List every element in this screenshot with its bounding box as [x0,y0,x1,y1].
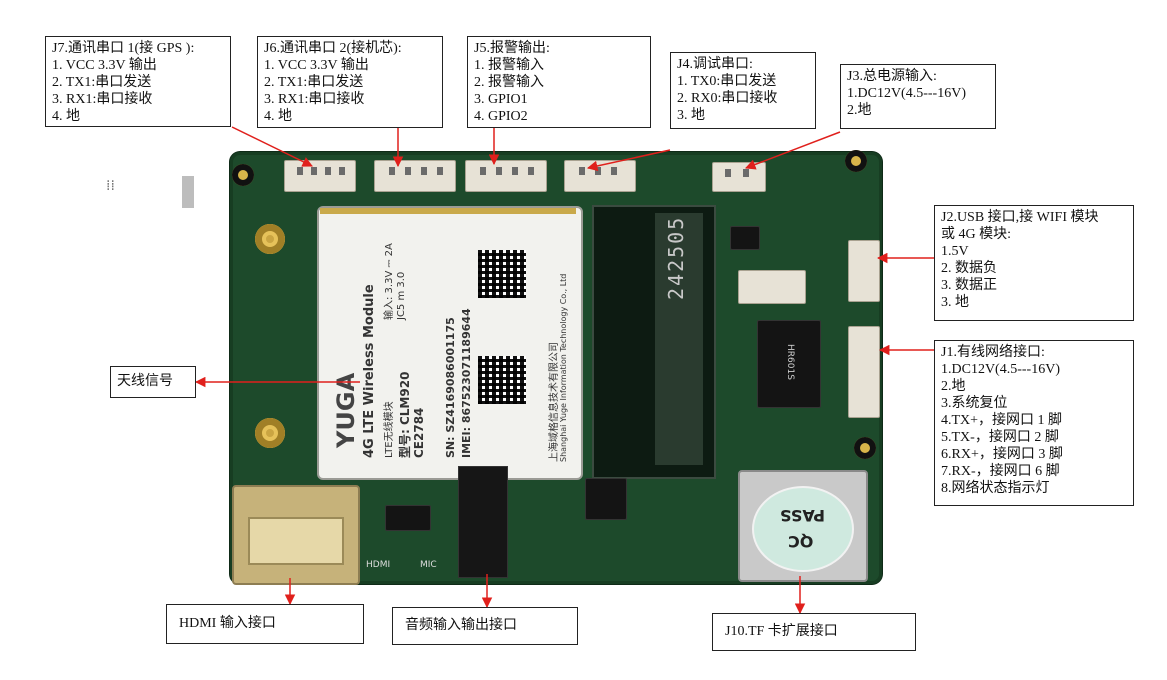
antenna-text: 天线信号 [117,374,173,389]
connector-j5 [465,160,547,192]
lte-module [317,206,583,480]
j1-line: 3.系统复位 [941,396,1008,411]
j7-line: 2. TX1:串口发送 [52,75,152,90]
mount-hole [232,164,254,186]
j4-line: 2. RX0:串口接收 [677,91,778,106]
module-gold-edge [320,208,576,214]
label-antenna: 天线信号 [110,366,196,398]
label-j2: J2.USB 接口,接 WIFI 模块 或 4G 模块: 1.5V 2. 数据负… [934,205,1134,321]
sma-antenna-bottom [255,418,285,448]
qr-code-bottom [478,356,526,404]
silk-hdmi: HDMI [366,560,391,570]
j1-line: 2.地 [941,379,966,394]
connector-j1 [848,326,880,418]
j1-line: 5.TX-，接网口 2 脚 [941,430,1059,445]
j5-line: 3. GPIO1 [474,92,528,107]
j3-line: 1.DC12V(4.5---16V) [847,86,966,101]
connector-j2 [848,240,880,302]
j2-line: 2. 数据负 [941,261,997,276]
j3-line: J3.总电源输入: [847,69,937,84]
label-hdmi: HDMI 输入接口 [166,604,364,644]
j6-line: 4. 地 [264,109,292,124]
j2-line: J2.USB 接口,接 WIFI 模块 [941,210,1099,225]
audio-text: 音频输入输出接口 [405,618,517,633]
j5-line: J5.报警输出: [474,41,550,56]
connector-aux [738,270,806,304]
hdmi-text: HDMI 输入接口 [179,616,276,631]
connector-j6 [374,160,456,192]
j5-line: 2. 报警输入 [474,75,544,90]
arrow-j7 [231,126,313,167]
j2-line: 3. 数据正 [941,278,997,293]
qr-code-top [478,250,526,298]
qc-pass-sticker: PASS QC [752,486,854,572]
j6-line: 2. TX1:串口发送 [264,75,364,90]
j1-line: 8.网络状态指示灯 [941,481,1050,496]
j2-line: 或 4G 模块: [941,227,1011,242]
m2-card [655,213,703,465]
label-j1: J1.有线网络接口: 1.DC12V(4.5---16V) 2.地 3.系统复位… [934,340,1134,506]
label-j6: J6.通讯串口 2(接机芯): 1. VCC 3.3V 输出 2. TX1:串口… [257,36,443,128]
j5-line: 1. 报警输入 [474,58,544,73]
connector-j7 [284,160,356,192]
arrow-j4 [586,149,671,172]
j10-text: J10.TF 卡扩展接口 [725,624,838,639]
j7-line: J7.通讯串口 1(接 GPS ): [52,41,195,56]
j2-line: 1.5V [941,244,969,259]
j3-line: 2.地 [847,103,872,118]
arrow-j3 [745,131,841,170]
ethernet-transformer-chip: HR601S [757,320,821,408]
switch [385,505,431,531]
label-j10: J10.TF 卡扩展接口 [712,613,916,651]
hdmi-port [232,485,360,585]
j1-line: 4.TX+，接网口 1 脚 [941,413,1063,428]
label-j7: J7.通讯串口 1(接 GPS ): 1. VCC 3.3V 输出 2. TX1… [45,36,231,127]
sma-antenna-top [255,224,285,254]
j7-line: 1. VCC 3.3V 输出 [52,58,157,73]
j1-line: J1.有线网络接口: [941,345,1045,360]
j5-line: 4. GPIO2 [474,109,528,124]
j1-line: 7.RX-，接网口 6 脚 [941,464,1060,479]
j2-line: 3. 地 [941,295,969,310]
mount-hole [854,437,876,459]
label-j5: J5.报警输出: 1. 报警输入 2. 报警输入 3. GPIO1 4. GPI… [467,36,651,128]
drag-handle-icon[interactable]: ⁞⁞ [106,178,115,194]
j7-line: 4. 地 [52,109,80,124]
connector-j3 [712,162,766,192]
label-audio: 音频输入输出接口 [392,607,578,645]
j1-line: 6.RX+，接网口 3 脚 [941,447,1063,462]
mount-hole [845,150,867,172]
ic-chip [585,478,627,520]
j4-line: 3. 地 [677,108,705,123]
label-j3: J3.总电源输入: 1.DC12V(4.5---16V) 2.地 [840,64,996,129]
j4-line: J4.调试串口: [677,57,753,72]
j6-line: J6.通讯串口 2(接机芯): [264,41,402,56]
j6-line: 1. VCC 3.3V 输出 [264,58,369,73]
scroll-bar-marker [182,176,194,208]
j1-line: 1.DC12V(4.5---16V) [941,362,1060,377]
label-j4: J4.调试串口: 1. TX0:串口发送 2. RX0:串口接收 3. 地 [670,52,816,129]
j6-line: 3. RX1:串口接收 [264,92,365,107]
j4-line: 1. TX0:串口发送 [677,74,777,89]
ic-chip [730,226,760,250]
silk-mic: MIC [420,560,437,570]
audio-jack [458,466,508,578]
j7-line: 3. RX1:串口接收 [52,92,153,107]
